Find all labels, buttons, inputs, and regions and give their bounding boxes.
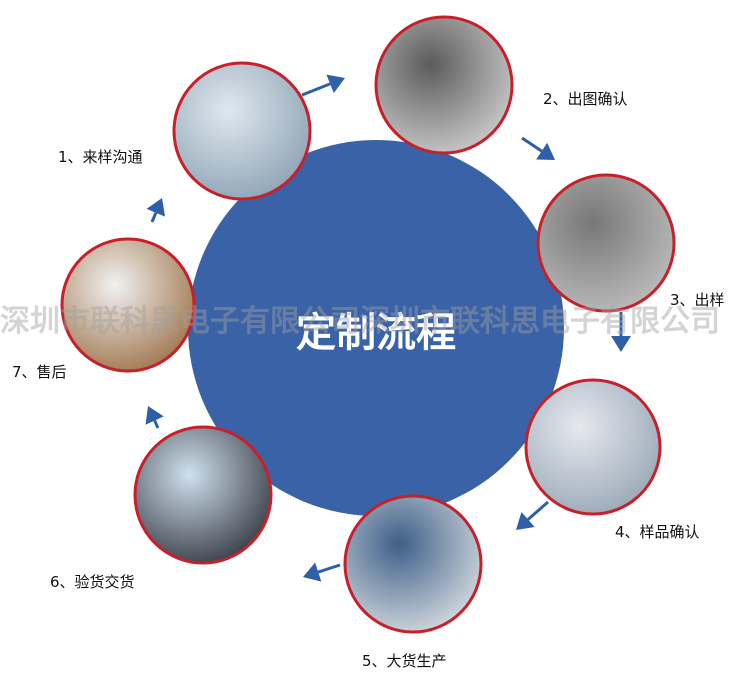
photo-ring [133, 425, 273, 565]
photo-ring [524, 378, 662, 516]
step-label-4: 4、样品确认 [615, 523, 700, 541]
step-label-3: 3、出样 [670, 291, 725, 309]
center-title: 定制流程 [296, 310, 456, 356]
arrow-icon [301, 74, 345, 97]
arrow-icon [521, 136, 555, 160]
step-label-1: 1、来样沟通 [58, 148, 143, 166]
arrow-icon [516, 500, 549, 530]
step-label-7: 7、售后 [12, 363, 67, 381]
step-label-6: 6、验货交货 [50, 573, 135, 591]
arrow-icon [303, 562, 341, 582]
step-photo-1-business-meeting [172, 61, 312, 201]
arrow-icon [145, 406, 164, 429]
photo-ring [172, 61, 312, 201]
step-photo-3-batman-clock [536, 173, 676, 313]
photo-ring [374, 15, 514, 155]
step-photo-7-call-center [60, 237, 196, 373]
step-photo-2-computer-design [374, 15, 514, 155]
step-photo-5-factory-line [343, 494, 483, 634]
step-photo-4-office-women [524, 378, 662, 516]
step-label-5: 5、大货生产 [362, 652, 447, 670]
photo-ring [343, 494, 483, 634]
photo-ring [60, 237, 196, 373]
arrow-icon [611, 312, 631, 352]
step-label-2: 2、出图确认 [543, 90, 628, 108]
step-photo-6-handshake [133, 425, 273, 565]
center-circle [188, 140, 564, 516]
photo-ring [536, 173, 676, 313]
arrow-icon [146, 198, 166, 223]
